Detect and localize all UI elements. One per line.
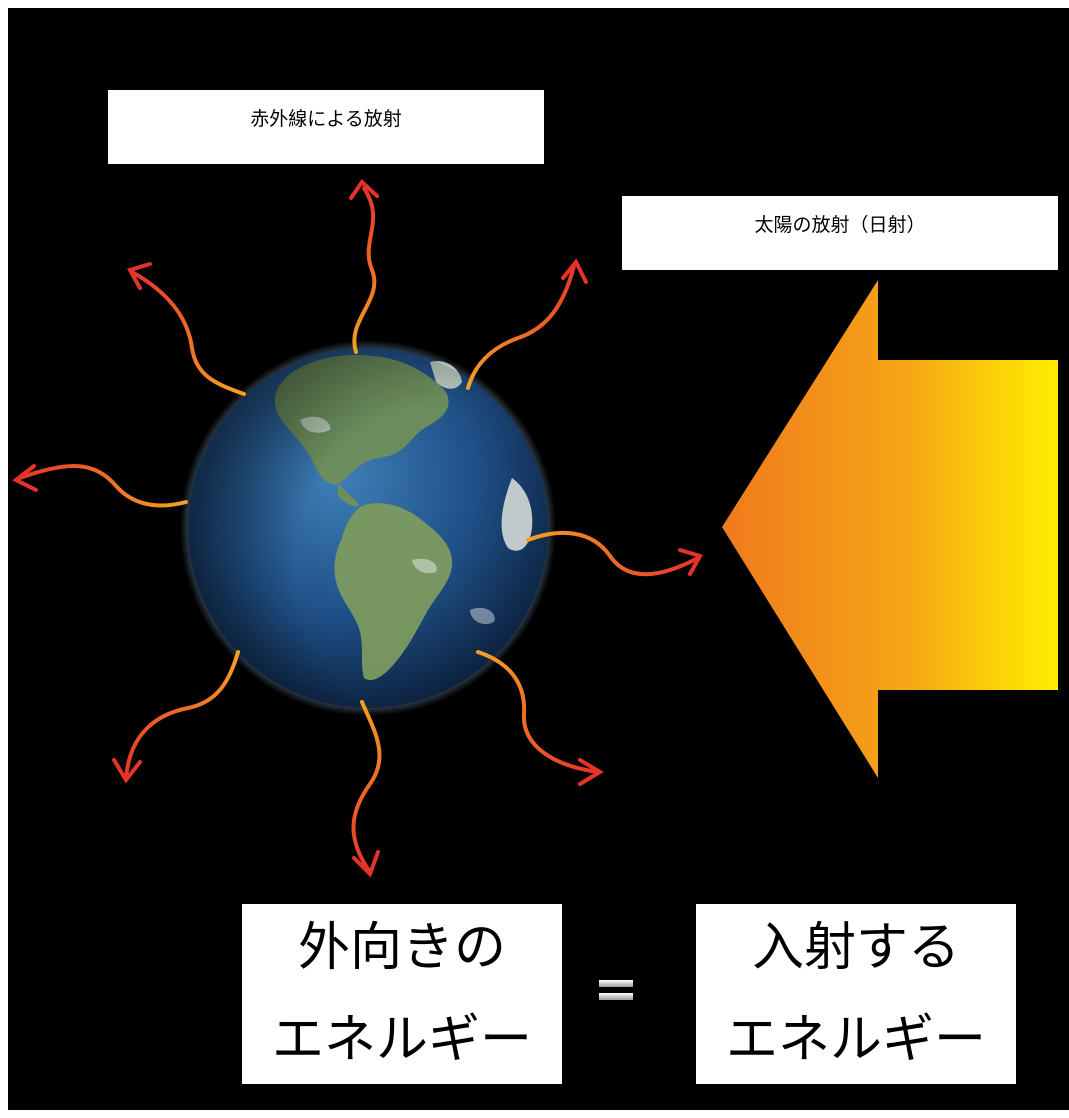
equals-sign-icon [599,980,633,1000]
infrared-radiation-text: 赤外線による放射 [250,108,402,130]
wavy-infrared-arrow-icon [112,650,240,784]
wavy-infrared-arrow-icon [349,178,379,354]
infrared-arrows [12,178,703,878]
incoming-sunlight-arrow-icon [722,280,1058,778]
outgoing-energy-box: 外向きの エネルギー [242,904,562,1084]
outgoing-energy-line1: 外向きの [297,918,506,978]
wavy-infrared-arrow-icon [476,650,604,786]
wavy-infrared-arrow-icon [351,700,382,878]
wavy-infrared-arrow-icon [12,464,188,508]
wavy-infrared-arrow-icon [127,262,246,396]
wavy-infrared-arrow-icon [466,258,588,390]
solar-radiation-text: 太陽の放射（日射） [754,214,926,236]
earth-globe-icon [180,340,556,716]
outgoing-energy-line2: エネルギー [271,1010,532,1070]
incoming-energy-box: 入射する エネルギー [696,904,1016,1084]
infrared-radiation-label: 赤外線による放射 [108,90,544,164]
solar-radiation-label: 太陽の放射（日射） [622,196,1058,270]
incoming-energy-line1: 入射する [751,918,960,978]
wavy-infrared-arrow-icon [526,530,703,577]
incoming-energy-line2: エネルギー [725,1010,986,1070]
